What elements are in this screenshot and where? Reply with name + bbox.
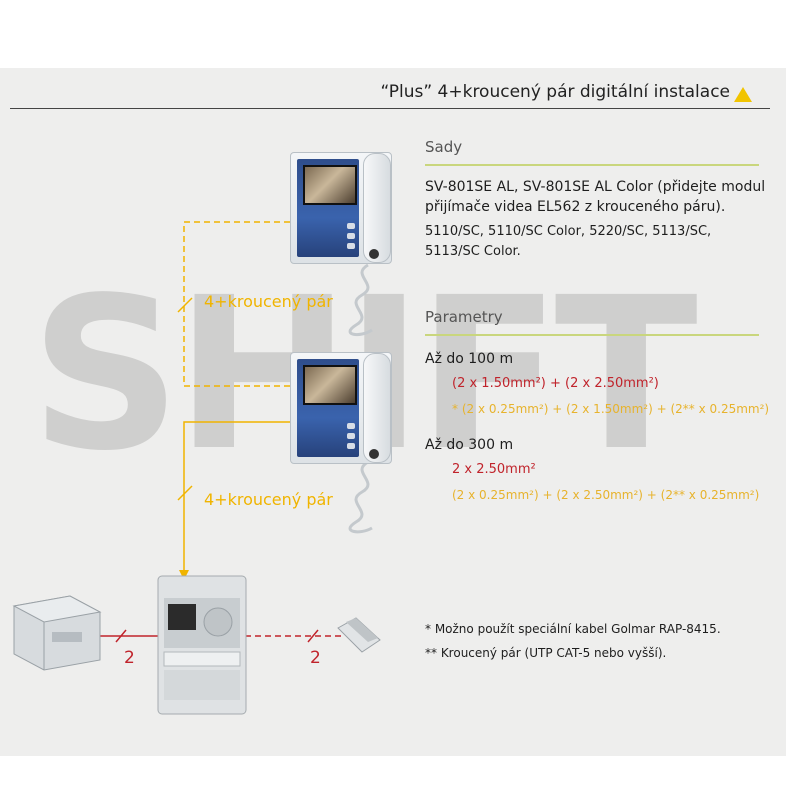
monitor-button: [347, 423, 355, 429]
cord-socket: [369, 449, 379, 459]
wire-count-power: 2: [124, 648, 135, 668]
range-300-label: Až do 300 m: [425, 437, 514, 453]
monitor-button: [347, 243, 355, 249]
coil-cord-top: [348, 263, 373, 337]
range-100-cable: (2 x 1.50mm²) + (2 x 2.50mm²): [452, 376, 659, 391]
arrow-down-icon: [179, 570, 189, 580]
range-300-alt-cable: (2 x 0.25mm²) + (2 x 2.50mm²) + (2** x 0…: [452, 488, 760, 502]
entry-panel-icon: [157, 575, 247, 715]
page-title: “Plus” 4+kroucený pár digitální instalac…: [380, 82, 730, 102]
power-supply-icon: [12, 595, 102, 671]
monitor-face: [297, 359, 359, 457]
tick-lock: [307, 629, 319, 643]
sady-line-3: 5110/SC, 5110/SC Color, 5220/SC, 5113/SC…: [425, 224, 712, 239]
monitor-top: [290, 152, 392, 264]
monitor-button: [347, 443, 355, 449]
monitor-bottom: [290, 352, 392, 464]
cable-label-bottom: 4+kroucený pár: [204, 490, 333, 509]
warning-triangle-icon: [734, 87, 752, 102]
monitor-button: [347, 433, 355, 439]
sady-heading: Sady: [425, 138, 463, 156]
handset-icon: [363, 153, 391, 263]
diagram-panel: [0, 68, 786, 756]
sady-line-4: 5113/SC Color.: [425, 244, 521, 259]
monitor-screen: [303, 165, 357, 205]
monitor-screen: [303, 365, 357, 405]
footnote-2: ** Kroucený pár (UTP CAT-5 nebo vyšší).: [425, 646, 667, 660]
range-100-alt-cable: * (2 x 0.25mm²) + (2 x 1.50mm²) + (2** x…: [452, 402, 770, 416]
cord-socket: [369, 249, 379, 259]
range-100-label: Až do 100 m: [425, 351, 514, 367]
cable-label-top: 4+kroucený pár: [204, 292, 333, 311]
handset-icon: [363, 353, 391, 463]
solid-cable-bottom: [183, 421, 290, 575]
tick-power: [115, 629, 127, 643]
parametry-heading: Parametry: [425, 308, 503, 326]
footnote-1: * Možno použít speciální kabel Golmar RA…: [425, 622, 721, 636]
door-lock-icon: [337, 617, 381, 653]
header-divider: [10, 108, 770, 109]
sady-line-2: přijímače videa EL562 z krouceného páru)…: [425, 199, 726, 215]
range-300-cable: 2 x 2.50mm²: [452, 462, 536, 477]
monitor-face: [297, 159, 359, 257]
coil-cord-bottom: [348, 460, 373, 534]
monitor-button: [347, 223, 355, 229]
sady-divider: [425, 164, 759, 166]
monitor-button: [347, 233, 355, 239]
parametry-divider: [425, 334, 759, 336]
dashed-cable-top: [183, 221, 290, 387]
sady-line-1: SV-801SE AL, SV-801SE AL Color (přidejte…: [425, 179, 766, 195]
tick-top: [177, 297, 193, 313]
tick-bottom: [177, 485, 193, 501]
wire-count-lock: 2: [310, 648, 321, 668]
